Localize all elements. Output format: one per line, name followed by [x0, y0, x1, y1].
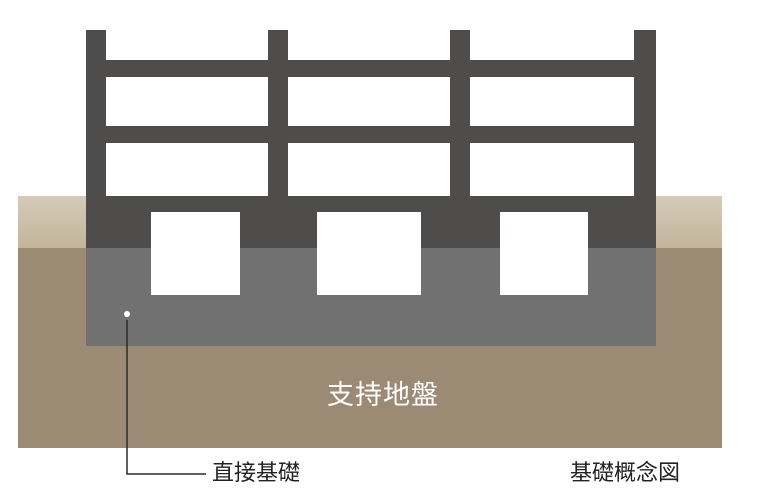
figure-title: 基礎概念図 — [570, 461, 681, 486]
callout-marker — [124, 311, 130, 317]
beam-roof — [86, 60, 656, 77]
foundation-callout-label: 直接基礎 — [212, 461, 301, 486]
beam-middle — [86, 126, 656, 143]
callout-leader-line — [126, 320, 206, 475]
ground-label: 支持地盤 — [327, 380, 439, 411]
basement-void — [500, 212, 588, 295]
basement-void — [151, 212, 240, 295]
basement-voids — [151, 212, 588, 295]
basement-void — [317, 212, 421, 295]
